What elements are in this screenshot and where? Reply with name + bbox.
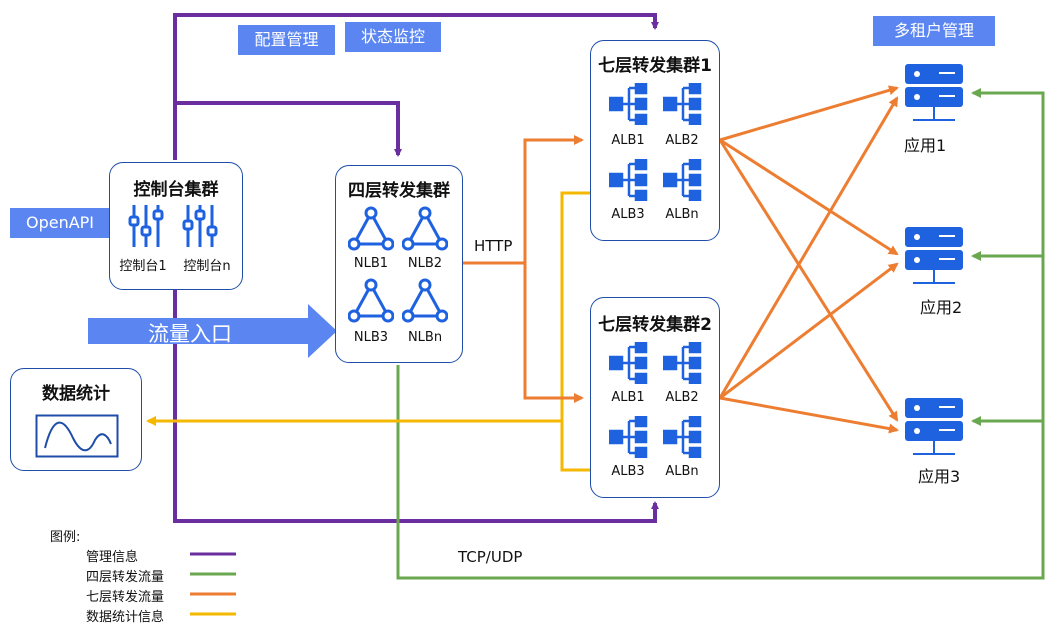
config-tag: 配置管理 — [238, 25, 335, 55]
monitor-tag: 状态监控 — [345, 22, 441, 52]
triangle-network-icon — [348, 206, 394, 251]
sliders-icon — [128, 205, 164, 247]
stats-collect — [560, 191, 590, 472]
nlb-label: NLBn — [407, 330, 443, 345]
l4-to-l7-2 — [523, 263, 584, 403]
alb-label: ALB3 — [611, 464, 645, 479]
legend-title: 图例: — [50, 530, 81, 545]
nlb-label: NLB1 — [353, 256, 389, 271]
alb-label: ALBn — [665, 464, 699, 479]
server-icon — [905, 227, 963, 284]
alb-label: ALB1 — [611, 390, 645, 405]
l4-cluster-title: 四层转发集群 — [348, 181, 450, 201]
load-balancer-icon — [663, 416, 702, 458]
server-icon — [905, 398, 963, 455]
load-balancer-icon — [663, 83, 702, 125]
l4-traffic-lines — [396, 88, 1045, 580]
tenant-tag: 多租户管理 — [873, 16, 995, 46]
nlb-label: NLB2 — [407, 256, 443, 271]
app-label: 应用1 — [904, 136, 947, 155]
tcp-udp-label: TCP/UDP — [458, 548, 523, 566]
l7-2-to-app2 — [719, 262, 899, 400]
l4-to-l7-1 — [462, 135, 584, 265]
triangle-network-icon — [402, 206, 448, 251]
stats-title: 数据统计 — [42, 384, 110, 404]
l7-traffic-lines — [462, 85, 899, 434]
l7-2-to-app1 — [718, 96, 899, 399]
triangle-network-icon — [348, 278, 394, 323]
sliders-icon — [182, 205, 218, 247]
legend-swatches — [190, 552, 236, 616]
app-label: 应用3 — [918, 467, 961, 486]
management-lines — [173, 13, 659, 523]
alb-label: ALB1 — [611, 133, 645, 148]
console-item-label: 控制台n — [183, 259, 231, 274]
load-balancer-icon — [609, 159, 648, 201]
l7-cluster-1-box: 七层转发集群1 ALB1 ALB2 ALB3 ALBn — [590, 40, 720, 241]
l4-to-app1 — [396, 88, 1045, 580]
load-balancer-icon — [663, 342, 702, 384]
alb-label: ALB2 — [665, 390, 699, 405]
l7-cluster-2-title: 七层转发集群2 — [598, 315, 712, 335]
console-cluster-box: 控制台集群 控制台1 控制台n — [109, 162, 243, 290]
l7-cluster-1-title: 七层转发集群1 — [598, 56, 712, 76]
stats-box: 数据统计 — [10, 368, 142, 471]
nlb-label: NLB3 — [353, 330, 389, 345]
legend-item-label: 七层转发流量 — [86, 590, 165, 605]
triangle-network-icon — [402, 278, 448, 323]
l4-cluster-box: 四层转发集群 NLB1 NLB2 NLB3 NLBn — [335, 165, 463, 363]
alb-label: ALB3 — [611, 207, 645, 222]
legend-item-label: 四层转发流量 — [86, 570, 165, 585]
legend-item-label: 管理信息 — [86, 550, 139, 565]
traffic-entry-arrow — [88, 304, 337, 358]
l7-1-to-app2 — [719, 138, 899, 256]
traffic-entry-label: 流量入口 — [148, 322, 232, 346]
legend-item-label: 数据统计信息 — [86, 610, 165, 625]
load-balancer-icon — [609, 342, 648, 384]
http-label: HTTP — [474, 237, 513, 255]
load-balancer-icon — [663, 159, 702, 201]
server-icon — [905, 64, 963, 121]
stats-lines — [146, 191, 590, 472]
console-cluster-title: 控制台集群 — [133, 180, 219, 200]
mgmt-to-l4 — [175, 101, 402, 157]
load-balancer-icon — [609, 83, 648, 125]
mgmt-to-l7-2 — [173, 290, 659, 523]
mgmt-to-l7-1 — [173, 13, 659, 160]
load-balancer-icon — [609, 416, 648, 458]
alb-label: ALB2 — [665, 133, 699, 148]
l7-1-to-app1 — [719, 85, 899, 142]
alb-label: ALBn — [665, 207, 699, 222]
app-label: 应用2 — [920, 298, 963, 317]
l7-cluster-2-box: 七层转发集群2 ALB1 ALB2 ALB3 ALBn — [590, 297, 720, 498]
l7-2-to-app3 — [719, 396, 899, 434]
l7-1-to-app3 — [718, 139, 899, 422]
chart-monitor-icon — [35, 414, 119, 458]
console-item-label: 控制台1 — [119, 259, 167, 274]
openapi-tag: OpenAPI — [10, 208, 110, 238]
